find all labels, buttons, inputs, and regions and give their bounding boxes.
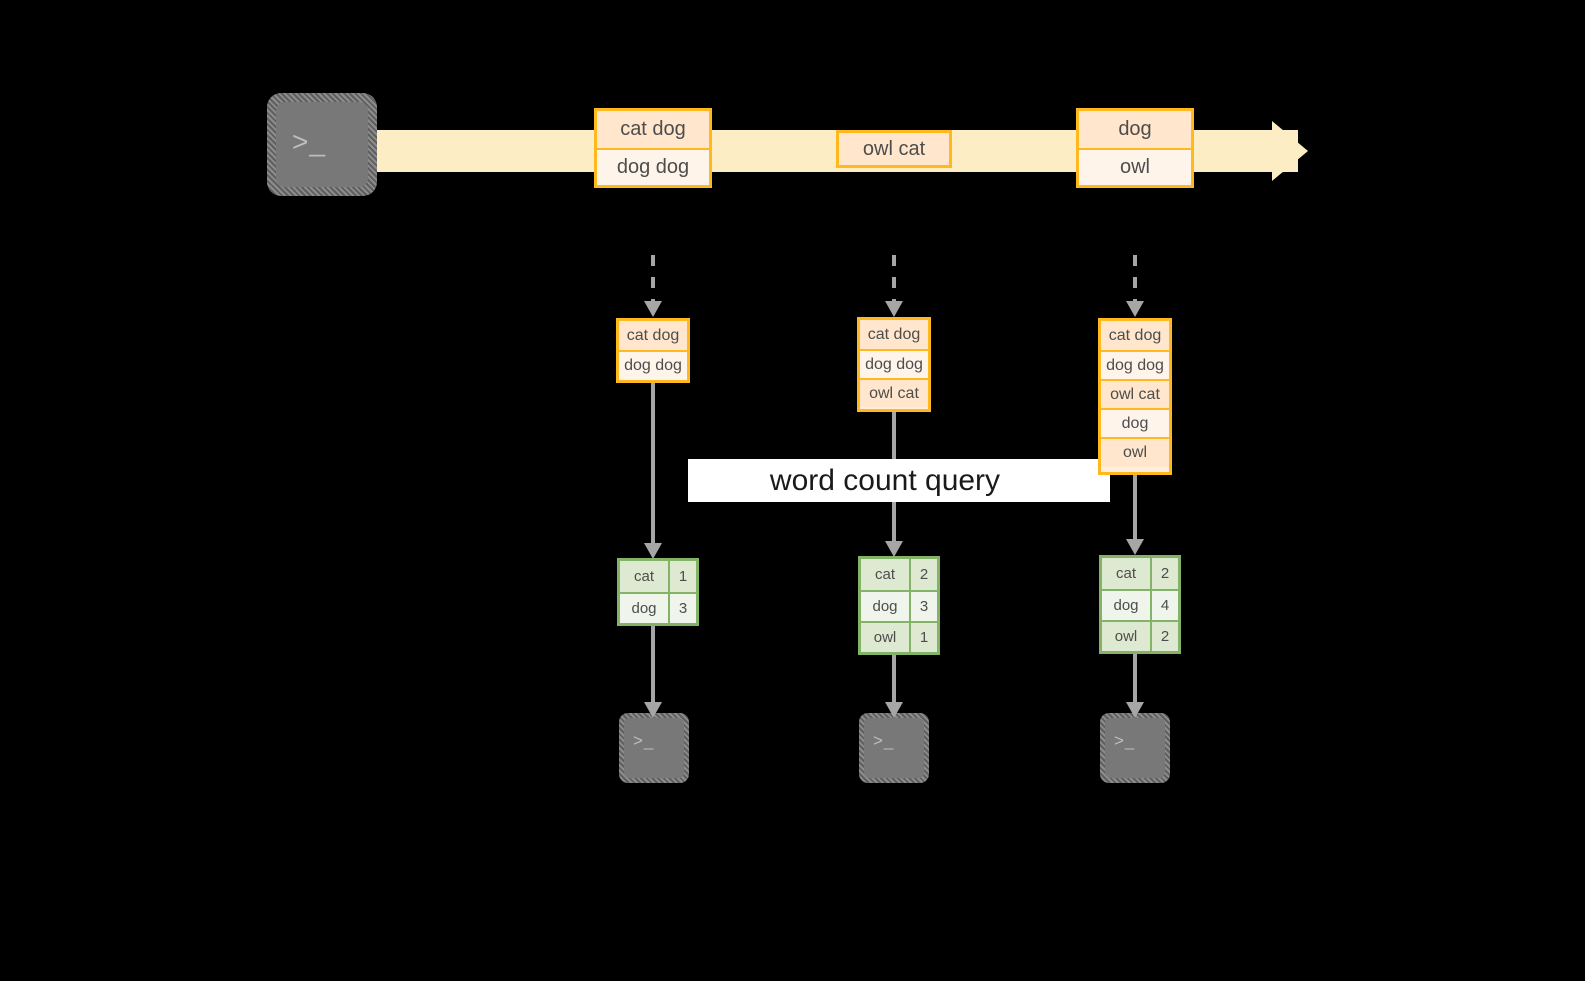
stream-arrowhead	[1272, 121, 1308, 181]
count-cell: 3	[909, 592, 937, 621]
word-cell: owl	[1102, 622, 1150, 651]
terminal-screen: >_	[864, 718, 924, 778]
stack-row: dog dog	[1101, 350, 1169, 379]
terminal-screen: >_	[1105, 718, 1165, 778]
count-cell: 4	[1150, 591, 1178, 620]
sink-terminal-1-icon[interactable]: >_	[619, 713, 689, 783]
word-cell: cat	[861, 559, 909, 590]
stack-row: owl cat	[860, 378, 928, 407]
table-row: owl 2	[1102, 620, 1178, 651]
source-terminal-icon[interactable]: >_	[267, 93, 377, 196]
table-row: cat 2	[861, 559, 937, 590]
word-cell: dog	[861, 592, 909, 621]
input-stack-3[interactable]: cat dog dog dog owl cat dog owl	[1098, 318, 1172, 475]
input-stack-1[interactable]: cat dog dog dog	[616, 318, 690, 383]
terminal-prompt-label: >_	[1114, 731, 1136, 750]
terminal-prompt-label: >_	[292, 126, 326, 157]
word-cell: dog	[620, 594, 668, 623]
result-table-3[interactable]: cat 2 dog 4 owl 2	[1099, 555, 1181, 654]
event-row: owl cat	[839, 133, 949, 165]
result-table-2[interactable]: cat 2 dog 3 owl 1	[858, 556, 940, 655]
count-cell: 1	[909, 623, 937, 652]
word-cell: dog	[1102, 591, 1150, 620]
count-cell: 2	[1150, 558, 1178, 589]
result-table-1[interactable]: cat 1 dog 3	[617, 558, 699, 626]
sink-terminal-2-icon[interactable]: >_	[859, 713, 929, 783]
stack-row: owl cat	[1101, 379, 1169, 408]
table-row: dog 4	[1102, 589, 1178, 620]
event-row: dog dog	[597, 148, 709, 185]
stack-row: cat dog	[619, 321, 687, 350]
count-cell: 2	[1150, 622, 1178, 651]
stack-row: cat dog	[1101, 321, 1169, 350]
table-row: cat 1	[620, 561, 696, 592]
table-row: dog 3	[861, 590, 937, 621]
stream-event-1[interactable]: cat dog dog dog	[594, 108, 712, 188]
table-row: dog 3	[620, 592, 696, 623]
word-cell: cat	[620, 561, 668, 592]
input-stack-2[interactable]: cat dog dog dog owl cat	[857, 317, 931, 412]
stack-row: dog	[1101, 408, 1169, 437]
count-cell: 1	[668, 561, 696, 592]
terminal-screen: >_	[276, 102, 368, 187]
stream-event-2[interactable]: owl cat	[836, 130, 952, 168]
stream-event-3[interactable]: dog owl	[1076, 108, 1194, 188]
event-row: cat dog	[597, 111, 709, 148]
stack-row: cat dog	[860, 320, 928, 349]
count-cell: 2	[909, 559, 937, 590]
terminal-prompt-label: >_	[633, 731, 655, 750]
table-row: cat 2	[1102, 558, 1178, 589]
event-row: dog	[1079, 111, 1191, 148]
terminal-prompt-label: >_	[873, 731, 895, 750]
stack-row: dog dog	[619, 350, 687, 380]
table-row: owl 1	[861, 621, 937, 652]
count-cell: 3	[668, 594, 696, 623]
sink-terminal-3-icon[interactable]: >_	[1100, 713, 1170, 783]
word-cell: cat	[1102, 558, 1150, 589]
word-cell: owl	[861, 623, 909, 652]
stack-row: owl	[1101, 437, 1169, 467]
stack-row: dog dog	[860, 349, 928, 378]
query-label-band: word count query	[688, 459, 1110, 502]
query-label-text: word count query	[769, 463, 1001, 497]
event-row: owl	[1079, 148, 1191, 185]
terminal-screen: >_	[624, 718, 684, 778]
